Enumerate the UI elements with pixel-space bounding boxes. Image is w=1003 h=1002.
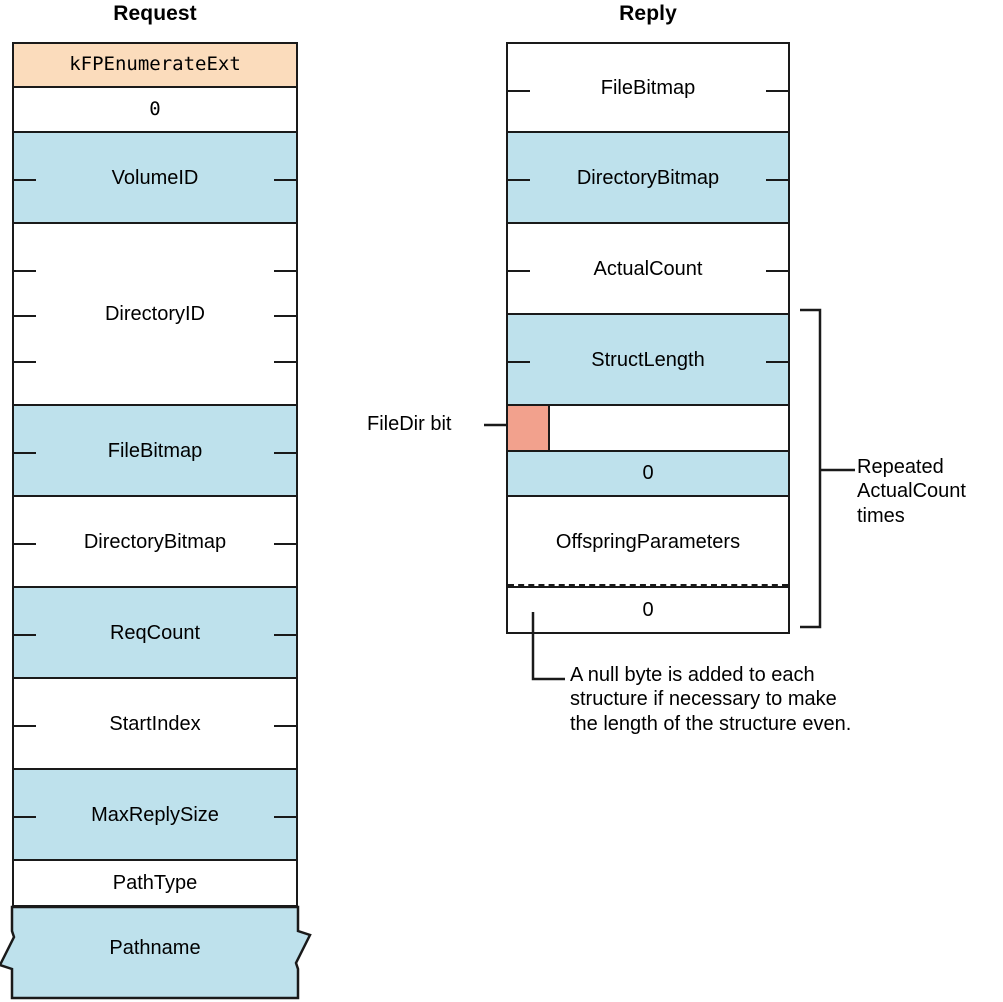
request-field-directoryid-tick-l2 [14, 315, 36, 317]
reply-field-filebitmap-tick-l1 [508, 89, 530, 92]
request-field-label: MaxReplySize [91, 803, 219, 826]
reply-field-0: 0 [506, 588, 790, 634]
repeated-bracket [800, 308, 822, 629]
request-field-directorybitmap-tick-l1 [14, 542, 36, 545]
reply-field-offspringparameters: OffspringParameters [506, 497, 790, 588]
repeated-line-3: times [857, 504, 905, 527]
reply-field-0: 0 [506, 451, 790, 497]
reply-field-structlength-tick-r1 [766, 360, 788, 363]
request-field-pathname: Pathname [0, 905, 312, 999]
null-byte-line-1: A null byte is added to each [570, 664, 815, 686]
request-field-directoryid-tick-l3 [14, 360, 36, 363]
reply-field-label: 0 [642, 462, 654, 485]
reply-field-label: 0 [642, 598, 654, 621]
request-field-label: DirectoryID [104, 303, 205, 325]
reply-field-label: FileBitmap [600, 76, 696, 99]
request-field-label: ReqCount [109, 621, 201, 644]
request-field-maxreplysize: MaxReplySize [12, 770, 298, 861]
request-field-startindex-tick-l1 [14, 724, 36, 727]
request-field-maxreplysize-tick-l1 [14, 815, 36, 818]
reply-field-filebitmap-tick-r1 [766, 89, 788, 92]
request-field-directorybitmap: DirectoryBitmap [12, 497, 298, 588]
request-field-directoryid-tick-r3 [274, 360, 296, 363]
request-field-volumeid: VolumeID [12, 133, 298, 224]
request-field-directoryid-tick-r2 [274, 315, 296, 317]
request-field-label: 0 [149, 97, 161, 120]
reply-field-actualcount-tick-l1 [508, 269, 530, 272]
request-field-volumeid-tick-l1 [14, 178, 36, 181]
request-field-directoryid-tick-l1 [14, 269, 36, 272]
request-field-reqcount-tick-l1 [14, 633, 36, 636]
null-byte-line-3: the length of the structure even. [570, 712, 852, 735]
repeated-line-1: Repeated [857, 456, 944, 478]
request-field-reqcount: ReqCount [12, 588, 298, 679]
reply-field-label: StructLength [591, 348, 705, 371]
request-field-label: kFPEnumerateExt [69, 53, 241, 76]
filedir-bit-annotation: FileDir bit [367, 413, 452, 435]
reply-field-structlength-tick-l1 [508, 360, 530, 363]
request-field-filebitmap: FileBitmap [12, 406, 298, 497]
request-field-volumeid-tick-r1 [274, 178, 296, 181]
request-field-label: StartIndex [109, 712, 201, 735]
request-field-directoryid-tick-r1 [274, 269, 296, 272]
repeated-actualcount-annotation: Repeated ActualCount times [857, 455, 992, 528]
request-field-label: Pathname [109, 936, 201, 959]
filedir-bit-box [508, 406, 550, 450]
request-field-filebitmap-tick-l1 [14, 451, 36, 454]
reply-field-directorybitmap-tick-r1 [766, 178, 788, 181]
reply-field-offspringparameters-dashed-separator [508, 584, 788, 586]
reply-field-directorybitmap-tick-l1 [508, 178, 530, 181]
reply-column-title: Reply [619, 2, 677, 25]
request-field-label: FileBitmap [107, 439, 203, 462]
reply-field-filedir-row [506, 406, 790, 452]
request-field-label: DirectoryBitmap [83, 530, 227, 553]
request-field-maxreplysize-tick-r1 [274, 815, 296, 818]
request-column-title: Request [113, 2, 197, 25]
reply-field-label: OffspringParameters [555, 530, 741, 553]
reply-field-actualcount-tick-r1 [766, 269, 788, 272]
request-field-startindex: StartIndex [12, 679, 298, 770]
reply-field-directorybitmap: DirectoryBitmap [506, 133, 790, 224]
request-field-startindex-tick-r1 [274, 724, 296, 727]
request-field-directorybitmap-tick-r1 [274, 542, 296, 545]
request-field-directoryid: DirectoryID [12, 224, 298, 406]
request-field-reqcount-tick-r1 [274, 633, 296, 636]
request-field-kfpenumerateext: kFPEnumerateExt [12, 42, 298, 88]
repeated-line-2: ActualCount [857, 480, 966, 503]
reply-field-filebitmap: FileBitmap [506, 42, 790, 133]
null-byte-line-2: structure if necessary to make [570, 688, 837, 711]
reply-field-actualcount: ActualCount [506, 224, 790, 315]
request-field-pathtype: PathType [12, 861, 298, 907]
null-byte-annotation: A null byte is added to each structure i… [570, 663, 950, 736]
request-field-0: 0 [12, 87, 298, 133]
reply-field-label: ActualCount [593, 257, 703, 280]
reply-field-structlength: StructLength [506, 315, 790, 406]
request-field-filebitmap-tick-r1 [274, 451, 296, 454]
request-field-label: PathType [112, 871, 198, 894]
reply-field-label: DirectoryBitmap [576, 166, 720, 189]
request-field-label: VolumeID [111, 166, 199, 189]
